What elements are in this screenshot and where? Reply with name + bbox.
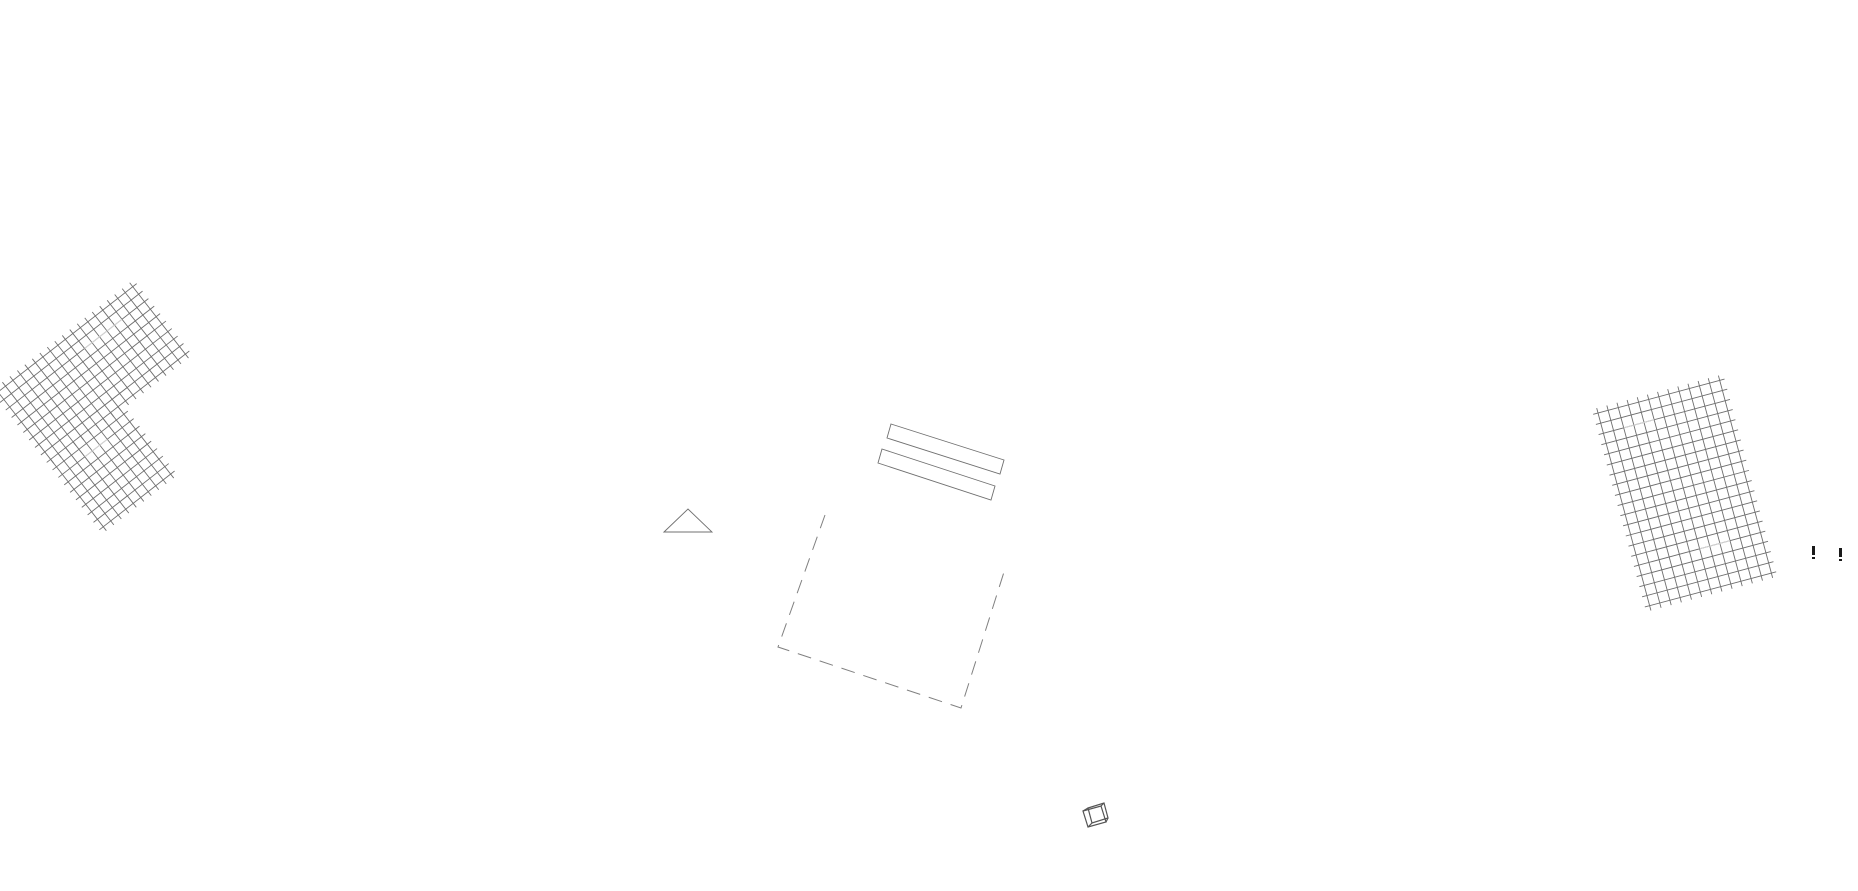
grid-line — [1614, 459, 1747, 496]
grid-line — [117, 406, 175, 479]
grid-line — [1697, 380, 1753, 584]
grid-line — [57, 453, 115, 526]
grid-line — [1644, 571, 1777, 608]
grid-line — [102, 418, 160, 491]
grid-line — [46, 346, 107, 423]
grid-line — [17, 313, 161, 426]
grid-line — [1636, 540, 1769, 578]
grid-line — [54, 340, 114, 417]
grid-line — [1657, 391, 1713, 595]
tick-mark — [1839, 559, 1842, 561]
grid-line — [24, 364, 85, 441]
grid-line — [2, 381, 62, 458]
tick-mark — [1812, 557, 1815, 559]
grid-line — [9, 376, 70, 452]
grid-line — [63, 425, 140, 486]
lower-bar — [877, 448, 996, 501]
grid-line — [52, 410, 129, 471]
grid-line — [0, 283, 137, 396]
tick-mark — [1839, 548, 1842, 557]
grid-line — [1631, 520, 1763, 557]
grid-line — [72, 441, 130, 514]
grid-line — [1677, 386, 1733, 589]
grid-line — [1646, 394, 1703, 598]
grid-line — [1626, 399, 1682, 603]
grid-line — [80, 435, 137, 508]
grid-line — [31, 358, 92, 435]
grid-line — [91, 311, 152, 388]
grid-line — [61, 335, 122, 411]
grid-line — [87, 429, 145, 502]
grid-line — [0, 387, 55, 464]
grid-hole-line — [1623, 419, 1655, 429]
grid-hole-line — [84, 438, 108, 458]
grid-line — [17, 370, 77, 447]
grid-line — [84, 317, 144, 394]
small-cube-outline — [1082, 802, 1109, 828]
grid-line — [1609, 439, 1741, 476]
grid-line — [1717, 375, 1774, 579]
grid-line — [0, 290, 143, 403]
grid-line — [1641, 561, 1774, 598]
grid-line — [1707, 378, 1763, 581]
grid-line — [28, 328, 173, 441]
grid-line — [1596, 408, 1652, 611]
grid-line — [23, 320, 167, 433]
parallel-bars — [877, 423, 1005, 501]
grid-line — [46, 350, 190, 463]
grid-line — [1603, 419, 1736, 456]
rectangular-grid-panel — [1593, 375, 1777, 611]
grid-line — [1617, 469, 1750, 507]
grid-line — [11, 305, 155, 418]
grid-line — [87, 455, 164, 516]
triangle-outline — [662, 508, 714, 533]
grid-line — [106, 300, 167, 376]
grid-line — [1595, 388, 1728, 425]
grid-line — [5, 298, 149, 411]
grid-line — [1606, 429, 1739, 466]
grid-line — [99, 470, 175, 531]
upper-bar — [886, 423, 1005, 475]
grid-line — [69, 329, 129, 406]
grid-line — [65, 447, 122, 520]
grid-line — [1598, 398, 1731, 436]
l-shaped-grid-panel — [0, 282, 190, 531]
grid-line — [121, 288, 182, 365]
grid-line — [1612, 449, 1744, 486]
grid-hole-line — [84, 318, 123, 349]
grid-line — [99, 305, 159, 382]
tick-mark — [1812, 546, 1815, 555]
grid-line — [75, 440, 152, 501]
tick-marks — [1812, 546, 1842, 561]
grid-line — [1622, 490, 1755, 527]
grid-line — [1616, 402, 1672, 606]
grid-line — [50, 459, 107, 531]
grid-line — [1667, 389, 1723, 592]
grid-line — [1601, 409, 1733, 446]
grid-line — [129, 282, 189, 359]
grid-line — [93, 463, 170, 523]
grid-line — [114, 294, 174, 371]
dashed-square-outline — [777, 514, 1005, 709]
grid-line — [39, 352, 99, 429]
grid-line — [95, 424, 152, 496]
grid-line — [1606, 405, 1662, 608]
grid-line — [1687, 383, 1743, 587]
grid-line — [1636, 397, 1692, 600]
grid-line — [34, 335, 178, 448]
grid-line — [1639, 551, 1771, 588]
grid-line — [1625, 500, 1758, 537]
grid-line — [1628, 510, 1760, 547]
grid-line — [110, 412, 167, 485]
grid-line — [76, 323, 137, 400]
grid-line — [69, 433, 146, 493]
grid-hole-line — [1699, 540, 1731, 550]
grid-line — [1620, 480, 1752, 517]
grid-line — [40, 343, 184, 456]
grid-line — [81, 448, 158, 508]
grid-line — [1593, 378, 1725, 415]
grid-line — [1633, 530, 1766, 567]
